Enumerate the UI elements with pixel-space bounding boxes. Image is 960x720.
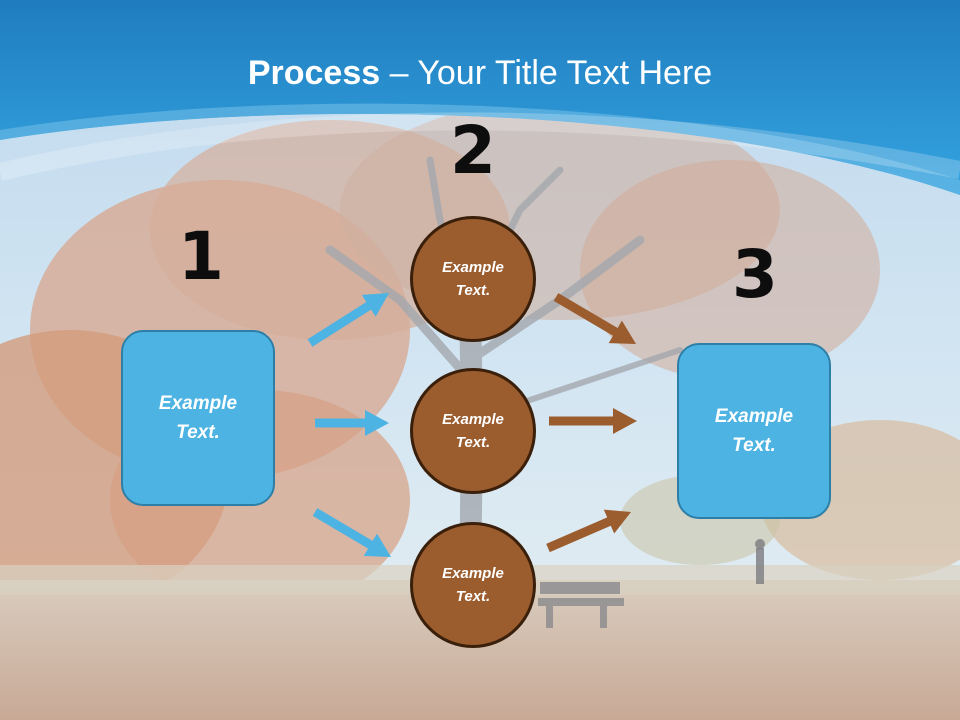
arrow-bottom-to-box3: [546, 509, 631, 553]
arrow-middle-to-box3: [549, 408, 637, 434]
step-1-number: 1: [178, 218, 224, 295]
step-3-text: Example Text.: [714, 406, 794, 456]
circle-middle-text: Example Text.: [442, 411, 504, 451]
circle-bottom-text: Example Text.: [442, 565, 504, 605]
step-2-number: 2: [450, 112, 496, 189]
title-light: Your Title Text Here: [417, 54, 713, 92]
arrow-box1-to-middle: [315, 410, 389, 436]
title-dash: –: [380, 54, 418, 92]
arrow-top-to-box3: [553, 293, 636, 344]
step-2-circle-middle: Example Text.: [410, 368, 536, 494]
step-2-circle-bottom: Example Text.: [410, 522, 536, 648]
arrow-box1-to-bottom: [312, 508, 391, 557]
step-1-text: Example Text.: [158, 393, 238, 443]
step-3-number: 3: [732, 236, 778, 313]
step-1-box: Example Text.: [121, 330, 275, 506]
step-2-circle-top: Example Text.: [410, 216, 536, 342]
step-3-box: Example Text.: [677, 343, 831, 519]
circle-top-text: Example Text.: [442, 259, 504, 299]
title-bold: Process: [247, 54, 381, 92]
arrow-box1-to-top: [307, 293, 389, 347]
slide-title: Process – Your Title Text Here: [0, 54, 960, 93]
